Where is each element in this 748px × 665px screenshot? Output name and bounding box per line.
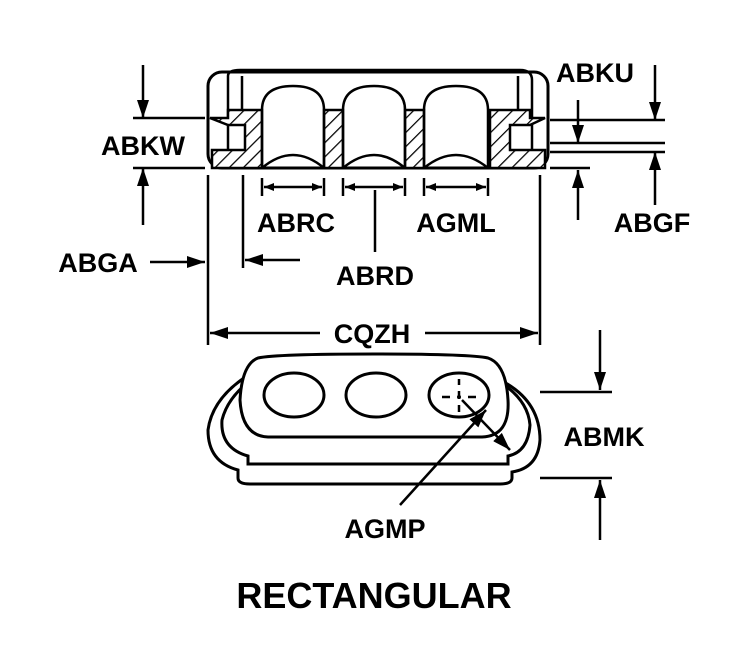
shape-title: RECTANGULAR (236, 575, 511, 616)
label-abmk: ABMK (564, 422, 645, 452)
label-agmp: AGMP (345, 514, 426, 544)
label-abrd: ABRD (336, 261, 414, 291)
label-agml: AGML (416, 208, 495, 238)
perspective-view (206, 330, 612, 540)
dimension-lines (133, 65, 665, 345)
hole-1 (262, 371, 326, 419)
section-view (206, 68, 550, 170)
bore-1 (260, 84, 326, 169)
label-abkw: ABKW (101, 131, 185, 161)
label-abrc: ABRC (257, 208, 335, 238)
hole-2 (344, 371, 408, 419)
bore-2 (341, 84, 407, 169)
label-abga: ABGA (58, 248, 138, 278)
label-cqzh: CQZH (334, 319, 411, 349)
bore-3 (422, 84, 490, 169)
label-abku: ABKU (556, 58, 634, 88)
label-abgf: ABGF (614, 208, 691, 238)
